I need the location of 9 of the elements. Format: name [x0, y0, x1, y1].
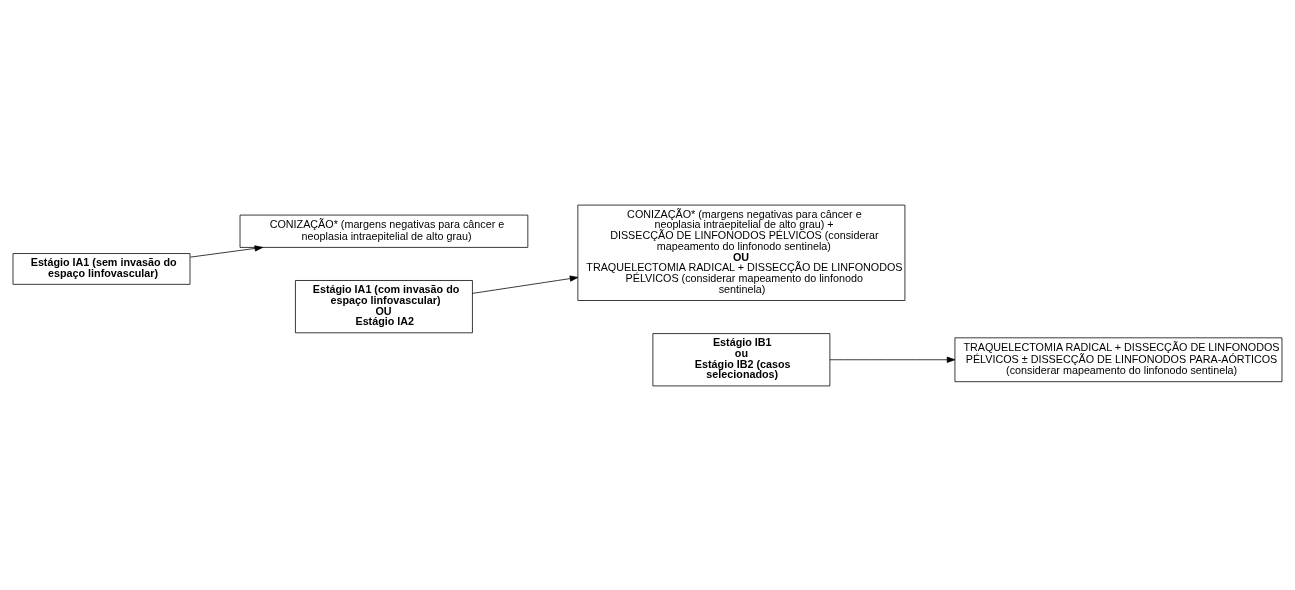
arrow — [190, 244, 264, 257]
node-box: Estágio IB1 ou Estágio IB2 (casos selecionados) — [652, 332, 831, 386]
node-box: Estágio IA1 (com invasão do espaço linfovascular) OU Estágio IA2 — [295, 279, 473, 333]
node-box: CONIZAÇÃO* (margens negativas para câncer e neoplasia intraepitelial de alto grau) + DISSECÇÃO DE LINFONODOS PÉLVICOS (considerar mapeamento do linfonodo sentinela) OU TRAQUELECTOMIA RADICAL + DISSECÇÃO DE LINFONODOS PÉLVICOS (considerar mapeamento do linfonodo sentinela) — [577, 204, 906, 301]
arrow — [829, 356, 956, 363]
node-box: CONIZAÇÃO* (margens negativas para câncer e neoplasia intraepitelial de alto grau) — [239, 214, 529, 248]
arrow — [472, 275, 579, 294]
node-box: TRAQUELECTOMIA RADICAL + DISSECÇÃO DE LINFONODOS PÉLVICOS ± DISSECÇÃO DE LINFONODOS PARA-AÓRTICOS (considerar mapeamento do linfonodo sentinela) — [954, 336, 1283, 382]
node-box: Estágio IA1 (sem invasão do espaço linfovascular) — [12, 252, 191, 285]
